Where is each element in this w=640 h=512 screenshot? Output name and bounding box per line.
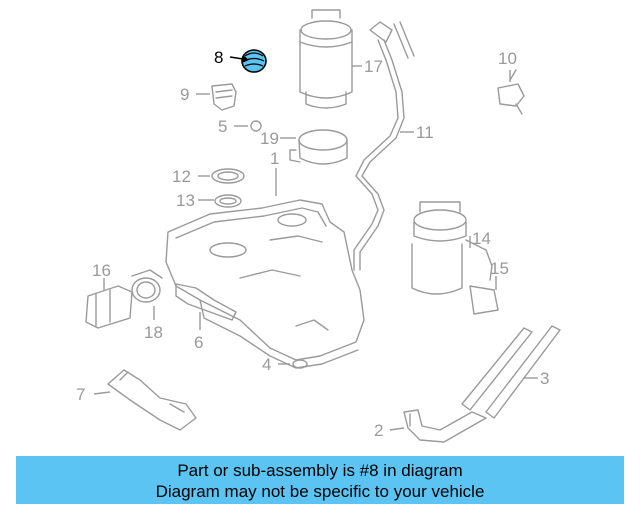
part-10 bbox=[497, 69, 525, 115]
part-9 bbox=[211, 83, 237, 111]
part-14-pump bbox=[411, 201, 493, 295]
part-5 bbox=[250, 120, 262, 132]
callout-11: 11 bbox=[416, 123, 434, 142]
part-3-straps bbox=[461, 325, 561, 419]
info-banner: Part or sub-assembly is #8 in diagram Di… bbox=[16, 456, 624, 504]
part-6-shield bbox=[175, 283, 237, 321]
callout-19: 19 bbox=[260, 129, 279, 148]
callout-1: 1 bbox=[270, 149, 279, 168]
callout-15: 15 bbox=[490, 259, 509, 278]
part-17-filter bbox=[299, 9, 353, 109]
callout-2: 2 bbox=[374, 421, 383, 440]
part-8-cap[interactable] bbox=[241, 49, 267, 73]
part-11-line bbox=[353, 21, 415, 271]
callout-16: 16 bbox=[92, 261, 111, 280]
callout-13: 13 bbox=[176, 191, 195, 210]
callout-10: 10 bbox=[498, 49, 517, 68]
part-15 bbox=[469, 285, 499, 315]
callout-9: 9 bbox=[180, 85, 189, 104]
part-18-clamp bbox=[131, 269, 163, 303]
callout-14: 14 bbox=[472, 229, 491, 248]
banner-line-1: Part or sub-assembly is #8 in diagram bbox=[177, 461, 463, 480]
part-2-bracket bbox=[403, 409, 487, 443]
callout-7: 7 bbox=[76, 385, 85, 404]
part-1-tank bbox=[165, 199, 365, 369]
part-16 bbox=[85, 285, 133, 329]
callout-12: 12 bbox=[172, 167, 191, 186]
callout-3: 3 bbox=[540, 369, 549, 388]
part-4 bbox=[292, 359, 308, 369]
banner-line-2: Diagram may not be specific to your vehi… bbox=[155, 482, 485, 501]
callout-5: 5 bbox=[218, 117, 227, 136]
part-12-gasket bbox=[211, 168, 245, 184]
parts-diagram: 8 9 5 17 19 11 10 bbox=[76, 9, 561, 443]
callout-18: 18 bbox=[144, 323, 163, 342]
callout-17: 17 bbox=[364, 57, 383, 76]
part-7-strap bbox=[107, 369, 197, 431]
callout-8: 8 bbox=[214, 48, 223, 67]
callout-6: 6 bbox=[194, 333, 203, 352]
part-19-bracket bbox=[289, 129, 348, 165]
part-13-gasket bbox=[214, 194, 242, 208]
callout-4: 4 bbox=[262, 355, 271, 374]
